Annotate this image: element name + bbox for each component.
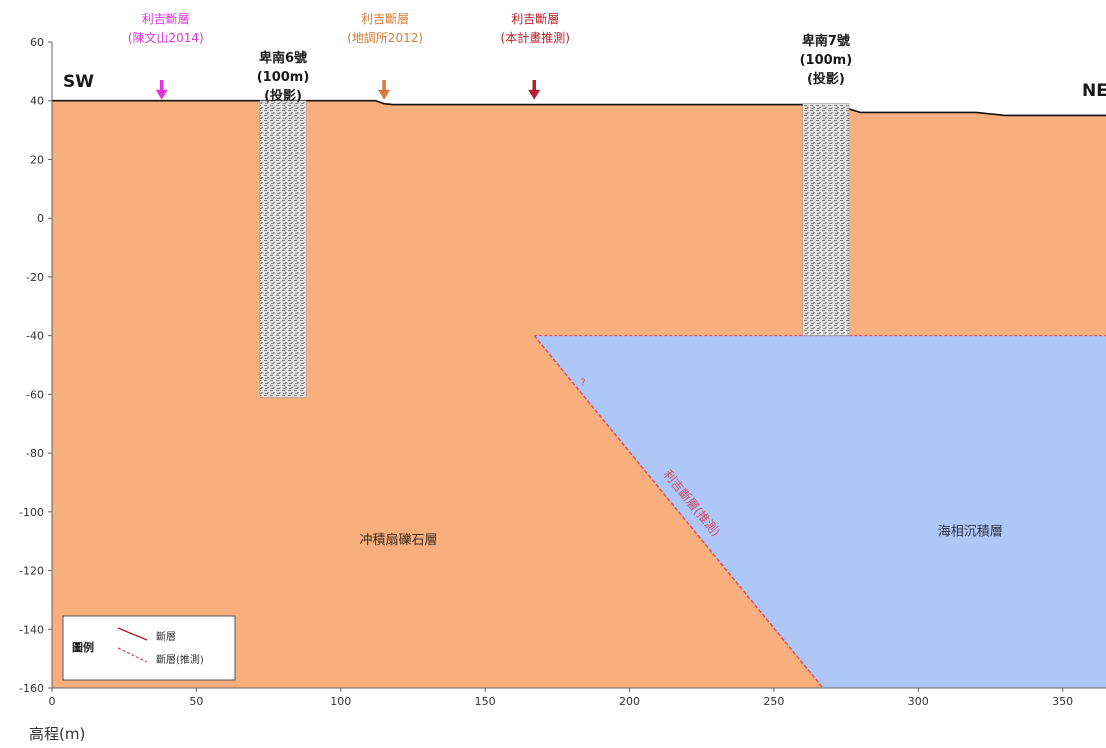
x-tick-label: 300 — [908, 695, 929, 708]
inferred-fault-line — [533, 335, 824, 689]
y-tick-label: 20 — [30, 153, 44, 166]
x-axis-label: 高程(m) — [29, 725, 85, 743]
y-tick-label: -100 — [19, 506, 44, 519]
x-tick-label: 150 — [475, 695, 496, 708]
sw-direction-label: SW — [63, 72, 94, 92]
legend-fault-swatch — [117, 627, 148, 641]
fault-arrow-head-1 — [155, 89, 168, 100]
alluvial-gravel-layer-label: 冲積扇礫石層 — [360, 532, 438, 548]
fault-label-1: 利吉斷層(陳文山2014) — [128, 12, 204, 45]
fault-label-2: 利吉斷層(地調所2012) — [347, 12, 423, 45]
y-tick-label: -40 — [26, 330, 44, 343]
ne-direction-label: NE — [1082, 81, 1106, 101]
x-tick-label: 250 — [763, 695, 784, 708]
borehole-column-6 — [259, 100, 307, 398]
fault-arrow-head-3 — [528, 89, 541, 100]
legend: 圖例 斷層 斷層(推測) — [62, 615, 236, 681]
legend-box — [62, 615, 236, 681]
borehole-label-6: 卑南6號(100m)(投影) — [257, 50, 310, 104]
x-tick-label: 100 — [330, 695, 351, 708]
y-tick-label: -140 — [19, 623, 44, 636]
x-tick-label: 0 — [49, 695, 56, 708]
y-tick-label: -60 — [26, 388, 44, 401]
y-tick-label: -20 — [26, 271, 44, 284]
borehole-label-7: 卑南7號(100m)(投影) — [800, 33, 853, 87]
fault-arrow-head-2 — [378, 89, 391, 100]
y-tick-label: -80 — [26, 447, 44, 460]
y-tick-label: -160 — [19, 682, 44, 695]
inferred-fault-question-mark: ? — [580, 378, 585, 389]
y-tick-label: 60 — [30, 36, 44, 49]
x-tick-label: 200 — [619, 695, 640, 708]
marine-sediment-layer — [534, 335, 1106, 688]
x-tick-label: 50 — [189, 695, 203, 708]
legend-fault-label: 斷層 — [156, 630, 176, 643]
y-tick-label: 0 — [37, 212, 44, 225]
marine-sediment-layer-label: 海相沉積層 — [938, 524, 1003, 539]
y-tick-label: 40 — [30, 95, 44, 108]
legend-inferred-fault-label: 斷層(推測) — [156, 653, 204, 666]
fault-label-3: 利吉斷層(本計畫推測) — [501, 12, 570, 45]
y-tick-label: -120 — [19, 565, 44, 578]
borehole-column-7 — [802, 103, 850, 336]
legend-inferred-fault-swatch — [117, 647, 148, 663]
x-tick-label: 350 — [1052, 695, 1073, 708]
legend-title: 圖例 — [72, 640, 94, 654]
